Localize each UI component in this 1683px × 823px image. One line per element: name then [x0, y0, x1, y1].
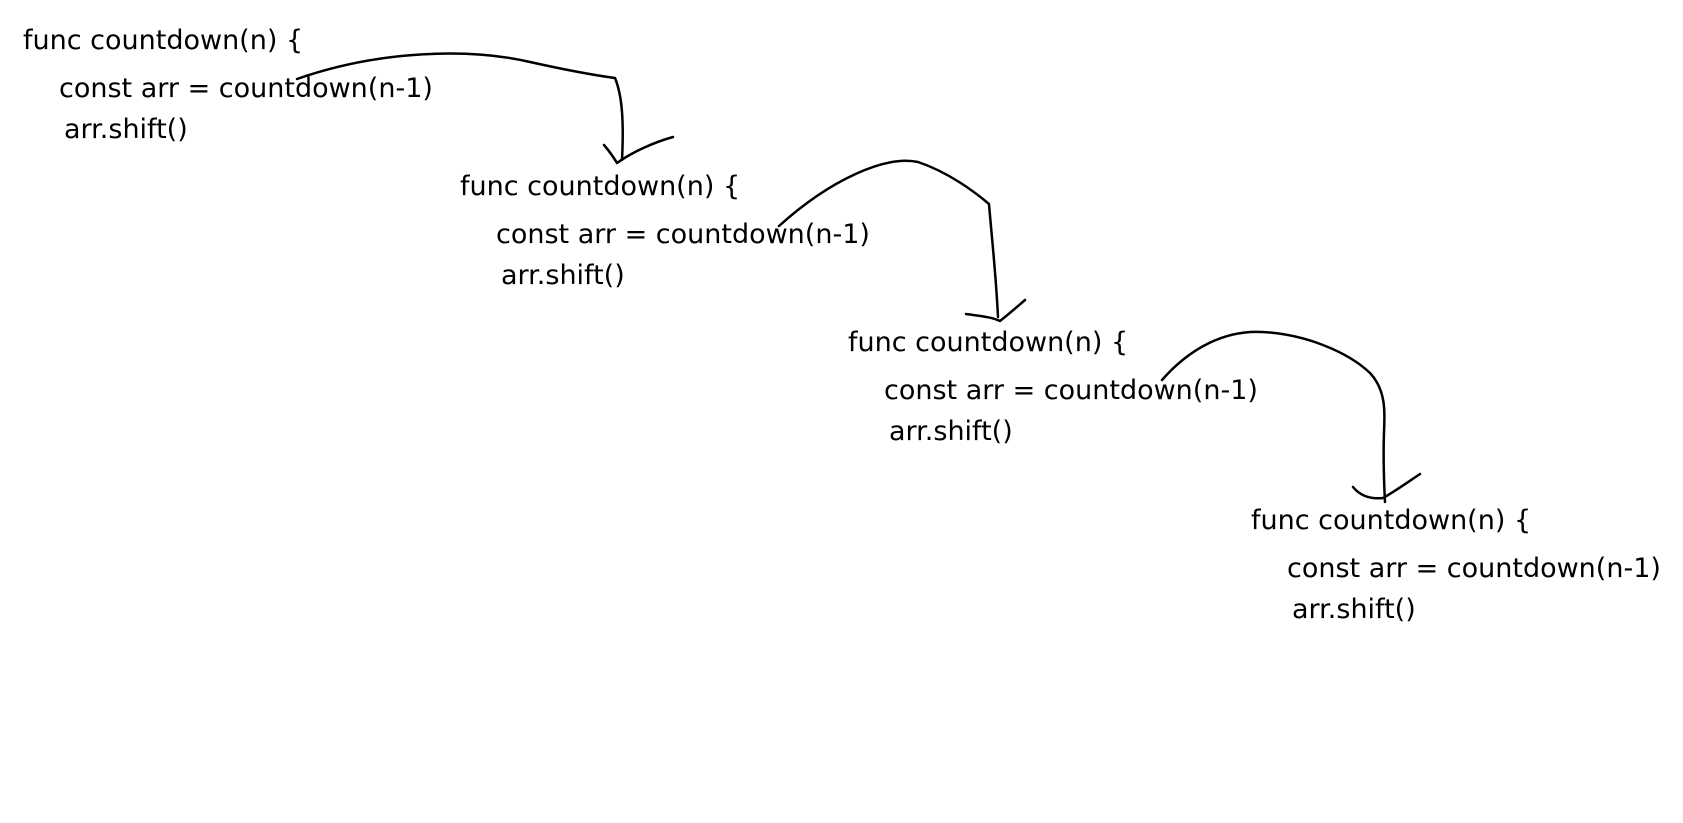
shift-call-line: arr.shift() — [64, 114, 188, 145]
recursive-call-line: const arr = countdown(n-1) — [884, 375, 1258, 406]
arrow-3-to-4 — [1160, 330, 1422, 504]
function-signature: func countdown(n) { — [23, 25, 304, 56]
arrow-1-head — [602, 135, 675, 165]
recursive-call-line: const arr = countdown(n-1) — [59, 73, 433, 104]
function-signature: func countdown(n) { — [460, 171, 741, 202]
function-signature: func countdown(n) { — [848, 327, 1129, 358]
arrow-1-curve — [295, 52, 624, 162]
recursive-call-line: const arr = countdown(n-1) — [496, 219, 870, 250]
arrow-3-head — [1351, 472, 1422, 500]
shift-call-line: arr.shift() — [501, 260, 625, 291]
arrow-2-head — [964, 298, 1027, 323]
arrow-1-to-2 — [295, 52, 675, 165]
function-signature: func countdown(n) { — [1251, 505, 1532, 536]
shift-call-line: arr.shift() — [1292, 594, 1416, 625]
arrow-3-curve — [1160, 330, 1387, 504]
shift-call-line: arr.shift() — [889, 416, 1013, 447]
recursive-call-line: const arr = countdown(n-1) — [1287, 553, 1661, 584]
